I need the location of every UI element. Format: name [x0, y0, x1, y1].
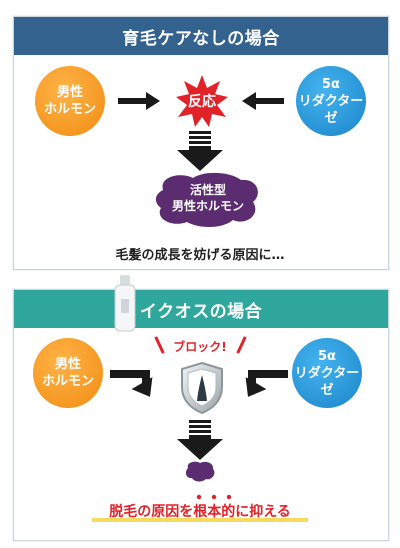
arrow-right-icon [118, 92, 160, 110]
male-hormone-circle: 男性 ホルモン [35, 66, 105, 136]
emphasis-dots [196, 494, 232, 500]
panel-title: 育毛ケアなしの場合 [14, 17, 388, 55]
male-hormone-circle: 男性 ホルモン [33, 338, 103, 408]
top-statement: 毛髪の成長を妨げる原因に… [115, 248, 285, 263]
active-hormone-label: 活性型 男性ホルモン [153, 172, 263, 224]
circle-label-line1: 男性 [56, 85, 83, 100]
result-line1: 活性型 [189, 183, 226, 197]
burst-icon [176, 75, 228, 127]
5a-reductase-circle: 5α リダクターゼ [292, 338, 362, 408]
circle-label-line1: 5α [318, 348, 336, 364]
5a-reductase-circle: 5α リダクターゼ [296, 66, 366, 136]
active-hormone-blob-icon [155, 172, 258, 227]
bottom-statement: 脱毛の原因を根本的に抑える [109, 504, 291, 520]
panel-title: イクオスの場合 [14, 290, 388, 328]
panel-without-care: 育毛ケアなしの場合 [13, 16, 389, 270]
arrow-left-icon [242, 92, 284, 110]
result-line2: 男性ホルモン [171, 199, 244, 213]
circle-label-line2: リダクターゼ [298, 93, 364, 126]
arrow-down-icon [177, 420, 223, 460]
blocked-arrow-right-icon [110, 370, 153, 397]
circle-label-line2: リダクターゼ [294, 365, 360, 398]
reduced-hormone-blob-icon [185, 461, 215, 482]
blocked-arrow-left-icon [245, 370, 288, 397]
panel-with-iqos: イクオスの場合 [13, 289, 389, 541]
circle-label-line1: 男性 [54, 357, 81, 372]
block-label: ブロック! [173, 340, 227, 354]
circle-label-line2: ホルモン [41, 374, 94, 389]
shield-icon [181, 361, 223, 415]
circle-label-line1: 5α [322, 76, 340, 92]
arrow-down-icon [177, 131, 223, 171]
bottle-icon [114, 275, 136, 332]
reaction-label: 反応 [188, 94, 216, 110]
circle-label-line2: ホルモン [43, 102, 96, 117]
highlight-underline [92, 518, 308, 522]
